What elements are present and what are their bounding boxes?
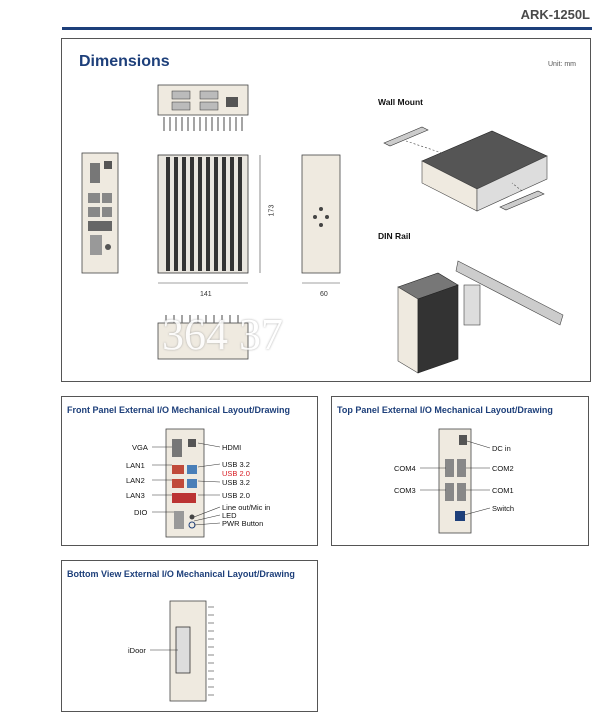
wall-mount-label: Wall Mount: [378, 97, 424, 107]
label-com2: COM2: [492, 464, 514, 473]
front-panel-section: Front Panel External I/O Mechanical Layo…: [61, 396, 318, 546]
label-lan3: LAN3: [126, 491, 145, 500]
front-view-drawing: [81, 152, 119, 274]
bottom-view-section: Bottom View External I/O Mechanical Layo…: [61, 560, 318, 712]
idoor-callout-line: [150, 649, 178, 651]
top-panel-section: Top Panel External I/O Mechanical Layout…: [331, 396, 589, 546]
header-rule: [62, 27, 592, 30]
label-idoor: iDoor: [128, 646, 146, 655]
dimensions-title: Dimensions: [79, 53, 170, 70]
din-rail-drawing: [397, 260, 564, 374]
dimensions-panel: Dimensions Unit: mm Wall Mount DIN Rail …: [61, 38, 591, 382]
label-pwr-button: PWR Button: [222, 519, 264, 528]
bottom-view-title: Bottom View External I/O Mechanical Layo…: [67, 569, 295, 579]
unit-label: Unit: mm: [548, 61, 576, 68]
model-name: ARK-1250L: [520, 7, 590, 22]
top-panel-title: Top Panel External I/O Mechanical Layout…: [337, 405, 553, 415]
label-dc-in: DC in: [492, 444, 511, 453]
width-dimension: 141: [200, 291, 212, 298]
label-usb20-a: USB 2.0: [222, 469, 250, 478]
depth-dimension: 60: [320, 291, 328, 298]
top-view-drawing: [157, 84, 249, 131]
label-led: LED: [222, 511, 237, 520]
front-panel-title: Front Panel External I/O Mechanical Layo…: [67, 405, 291, 415]
top-callout-lines: [420, 440, 491, 516]
label-com1: COM1: [492, 486, 514, 495]
label-usb32-b: USB 3.2: [222, 478, 250, 487]
label-com3: COM3: [394, 486, 416, 495]
side-view-drawing: [301, 154, 341, 284]
label-com4: COM4: [394, 464, 416, 473]
label-line-out: Line out/Mic in: [222, 503, 271, 512]
din-rail-label: DIN Rail: [378, 231, 411, 241]
bottom-drawing: [157, 315, 249, 360]
front-callout-lines: [152, 442, 221, 526]
top-panel-drawing: [438, 428, 472, 534]
bottom-view-drawing: [169, 600, 214, 702]
label-lan1: LAN1: [126, 461, 145, 470]
height-dimension: 173: [268, 204, 276, 217]
label-switch: Switch: [492, 504, 515, 513]
heatsink-view-drawing: [157, 154, 261, 284]
label-hdmi: HDMI: [222, 443, 242, 452]
front-panel-drawing: [165, 428, 205, 538]
watermark: 364 37: [162, 310, 283, 359]
label-usb32-a: USB 3.2: [222, 460, 250, 469]
label-dio: DIO: [134, 508, 148, 517]
label-vga: VGA: [132, 443, 148, 452]
wall-mount-drawing: [383, 126, 548, 212]
label-lan2: LAN2: [126, 476, 145, 485]
label-usb20-b: USB 2.0: [222, 491, 250, 500]
